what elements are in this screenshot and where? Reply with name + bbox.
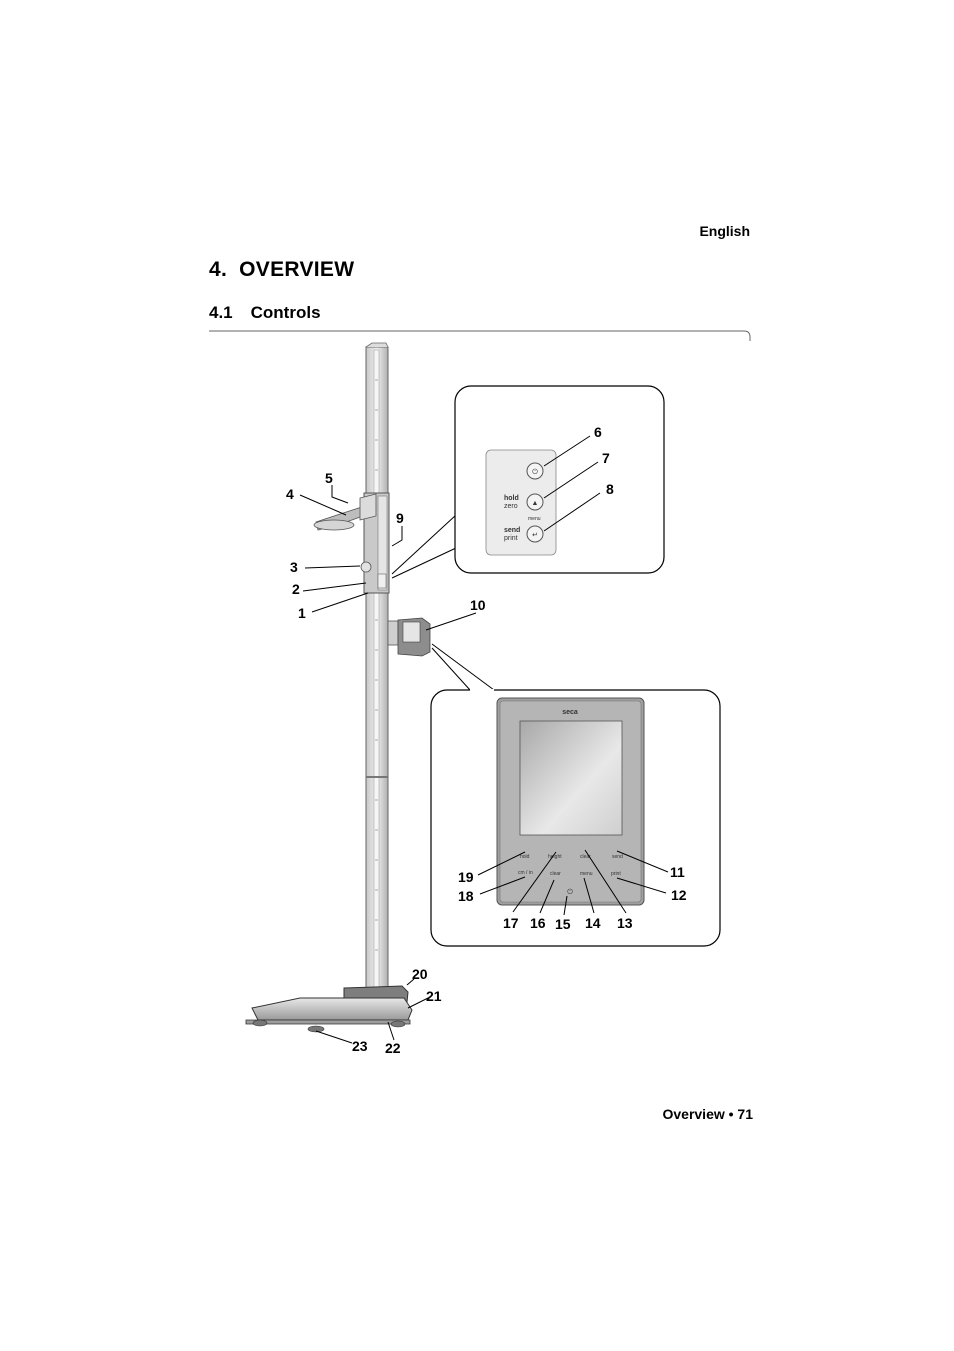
section-title: OVERVIEW bbox=[239, 258, 355, 281]
hold-zero-button-icon bbox=[526, 493, 544, 511]
callout-19: 19 bbox=[458, 869, 474, 885]
btn-send-label: send bbox=[612, 854, 623, 860]
callout-5: 5 bbox=[325, 470, 333, 486]
callout-7: 7 bbox=[602, 450, 610, 466]
measuring-pole bbox=[365, 342, 389, 998]
subsection-title: Controls bbox=[250, 303, 321, 322]
brand-logo: seca bbox=[562, 709, 578, 716]
menu-label: menu bbox=[528, 516, 541, 522]
callout-13: 13 bbox=[617, 915, 633, 931]
callout-16: 16 bbox=[530, 915, 546, 931]
headpiece-slider bbox=[313, 492, 390, 594]
page-footer: Overview • 71 bbox=[662, 1106, 753, 1122]
send-print-button-icon bbox=[526, 525, 544, 543]
lower-zoom-panel: seca hold height clear send cm / in clea… bbox=[430, 643, 721, 947]
btn-hold-label: hold bbox=[520, 854, 530, 860]
callout-15: 15 bbox=[555, 916, 571, 932]
callout-14: 14 bbox=[585, 915, 601, 931]
power-button-icon bbox=[526, 462, 544, 480]
callout-2: 2 bbox=[292, 581, 300, 597]
callout-22: 22 bbox=[385, 1040, 401, 1056]
btn-height-label: height bbox=[548, 854, 562, 860]
send-label: send bbox=[504, 527, 520, 534]
btn-print-label: print bbox=[611, 871, 621, 877]
section-heading: 4. OVERVIEW bbox=[209, 258, 354, 282]
zero-label: zero bbox=[504, 503, 518, 510]
callout-21: 21 bbox=[426, 988, 442, 1004]
upper-zoom-panel: ⏻ ▲ ↵ hold zero menu send print bbox=[391, 385, 665, 579]
section-number: 4. bbox=[209, 258, 228, 281]
callout-11: 11 bbox=[670, 864, 685, 880]
callout-18: 18 bbox=[458, 888, 474, 904]
btn-menu-label: menu bbox=[580, 871, 593, 877]
callout-3: 3 bbox=[290, 559, 298, 575]
display-screen bbox=[519, 720, 623, 836]
print-label: print bbox=[504, 535, 518, 542]
callout-17: 17 bbox=[503, 915, 519, 931]
callout-8: 8 bbox=[606, 481, 614, 497]
svg-text:⏻: ⏻ bbox=[532, 468, 538, 476]
base-platform bbox=[245, 985, 413, 1033]
language-label: English bbox=[699, 223, 750, 239]
svg-text:↵: ↵ bbox=[532, 532, 538, 539]
subsection-number: 4.1 bbox=[209, 303, 233, 322]
callout-20: 20 bbox=[412, 966, 428, 982]
callout-10: 10 bbox=[470, 597, 486, 613]
callout-6: 6 bbox=[594, 424, 602, 440]
section-rule bbox=[209, 330, 751, 341]
svg-text:▲: ▲ bbox=[532, 500, 539, 507]
hold-label: hold bbox=[504, 495, 519, 502]
display-power-icon: ⏻ bbox=[567, 888, 573, 896]
callout-1: 1 bbox=[298, 605, 306, 621]
btn-clear-label: clear bbox=[580, 854, 591, 860]
callout-9: 9 bbox=[396, 510, 404, 526]
btn-clear-lower-label: clear bbox=[550, 871, 561, 877]
callout-4: 4 bbox=[286, 486, 294, 502]
subsection-heading: 4.1 Controls bbox=[209, 303, 321, 323]
callout-12: 12 bbox=[671, 887, 687, 903]
callout-23: 23 bbox=[352, 1038, 368, 1054]
btn-cm-in-label: cm / in bbox=[518, 870, 533, 876]
display-unit bbox=[387, 617, 431, 657]
leader-lines bbox=[299, 435, 669, 1044]
callout-numbers: 1 2 3 4 5 6 7 8 9 10 11 12 13 14 15 16 1… bbox=[286, 424, 687, 1056]
